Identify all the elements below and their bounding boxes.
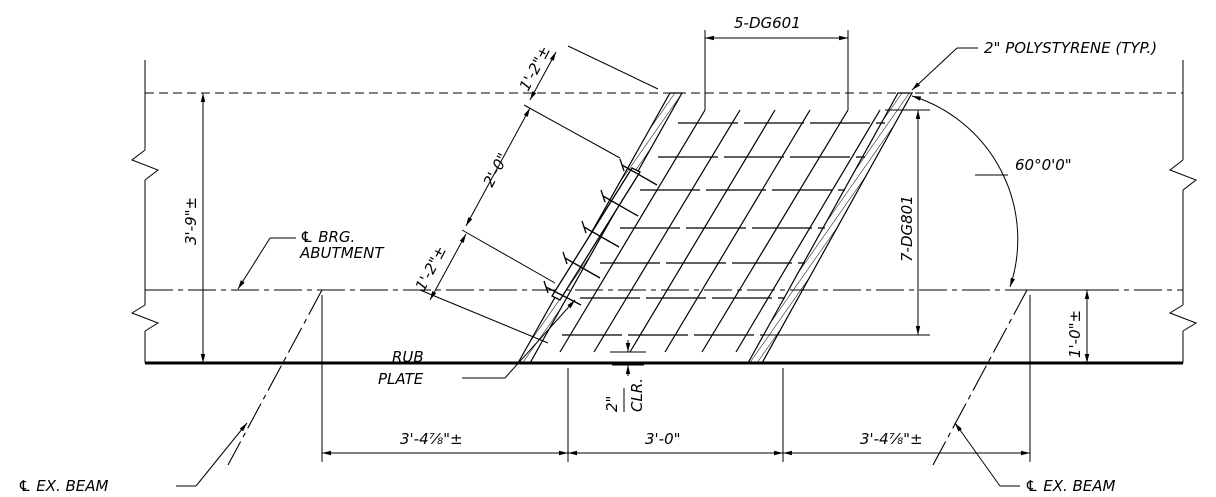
right-height-dimension: 1'-0"± xyxy=(1030,289,1110,363)
clr-value-text: 2" xyxy=(603,396,621,412)
vertical-bars-text: 7-DG801 xyxy=(898,195,916,262)
rub-text: RUB xyxy=(392,348,424,366)
clr-label-text: CLR. xyxy=(628,378,646,412)
top-bars-text: 5-DG601 xyxy=(734,14,801,32)
ex-beam-centerline-right xyxy=(932,289,1028,466)
bottom-left-text: 3'-4⅞"± xyxy=(400,430,463,448)
ex-beam-leader-right: ℄ EX. BEAM xyxy=(954,422,1116,495)
top-bars-dimension: 5-DG601 xyxy=(704,14,849,110)
skew-top-text: 1'-2"± xyxy=(516,43,554,94)
angle-text: 60°0'0" xyxy=(1015,156,1072,174)
polystyrene-text: 2" POLYSTYRENE (TYP.) xyxy=(984,39,1157,57)
cl-brg-text: ℄ BRG. xyxy=(300,228,355,246)
right-height-text: 1'-0"± xyxy=(1066,310,1084,358)
skew-mid-text: 2'-0" xyxy=(480,150,513,190)
overall-height-dimension: 3'-9"± xyxy=(182,93,206,363)
ex-beam-centerline-left xyxy=(227,289,323,466)
rub-plate-leader: RUB PLATE xyxy=(378,299,576,388)
bearing-leader: ℄ BRG. ABUTMENT xyxy=(237,228,385,290)
skew-bottom-text: 1'-2"± xyxy=(412,243,450,294)
ex-beam-right-text: ℄ EX. BEAM xyxy=(1025,477,1116,495)
abutment-text: ABUTMENT xyxy=(299,244,385,262)
plate-text: PLATE xyxy=(378,370,424,388)
headed-studs xyxy=(543,158,658,306)
break-line-right xyxy=(1168,60,1198,363)
horizontal-rebar xyxy=(562,122,885,336)
bottom-right-text: 3'-4⅞"± xyxy=(860,430,923,448)
ex-beam-left-text: ℄ EX. BEAM xyxy=(18,477,109,495)
bottom-dimensions: 3'-4⅞"± 3'-0" 3'-4⅞"± xyxy=(321,295,1031,462)
clearance-dimension: 2" CLR. xyxy=(603,340,646,412)
skewed-rebar xyxy=(559,109,881,353)
polystyrene-strip-right xyxy=(746,92,914,364)
break-line-left xyxy=(130,60,160,363)
overall-height-text: 3'-9"± xyxy=(182,197,200,245)
angle-dimension: 60°0'0" xyxy=(911,95,1072,288)
polystyrene-leader: 2" POLYSTYRENE (TYP.) xyxy=(911,39,1157,91)
bottom-center-text: 3'-0" xyxy=(645,430,681,448)
ex-beam-leader-left: ℄ EX. BEAM xyxy=(18,422,248,495)
